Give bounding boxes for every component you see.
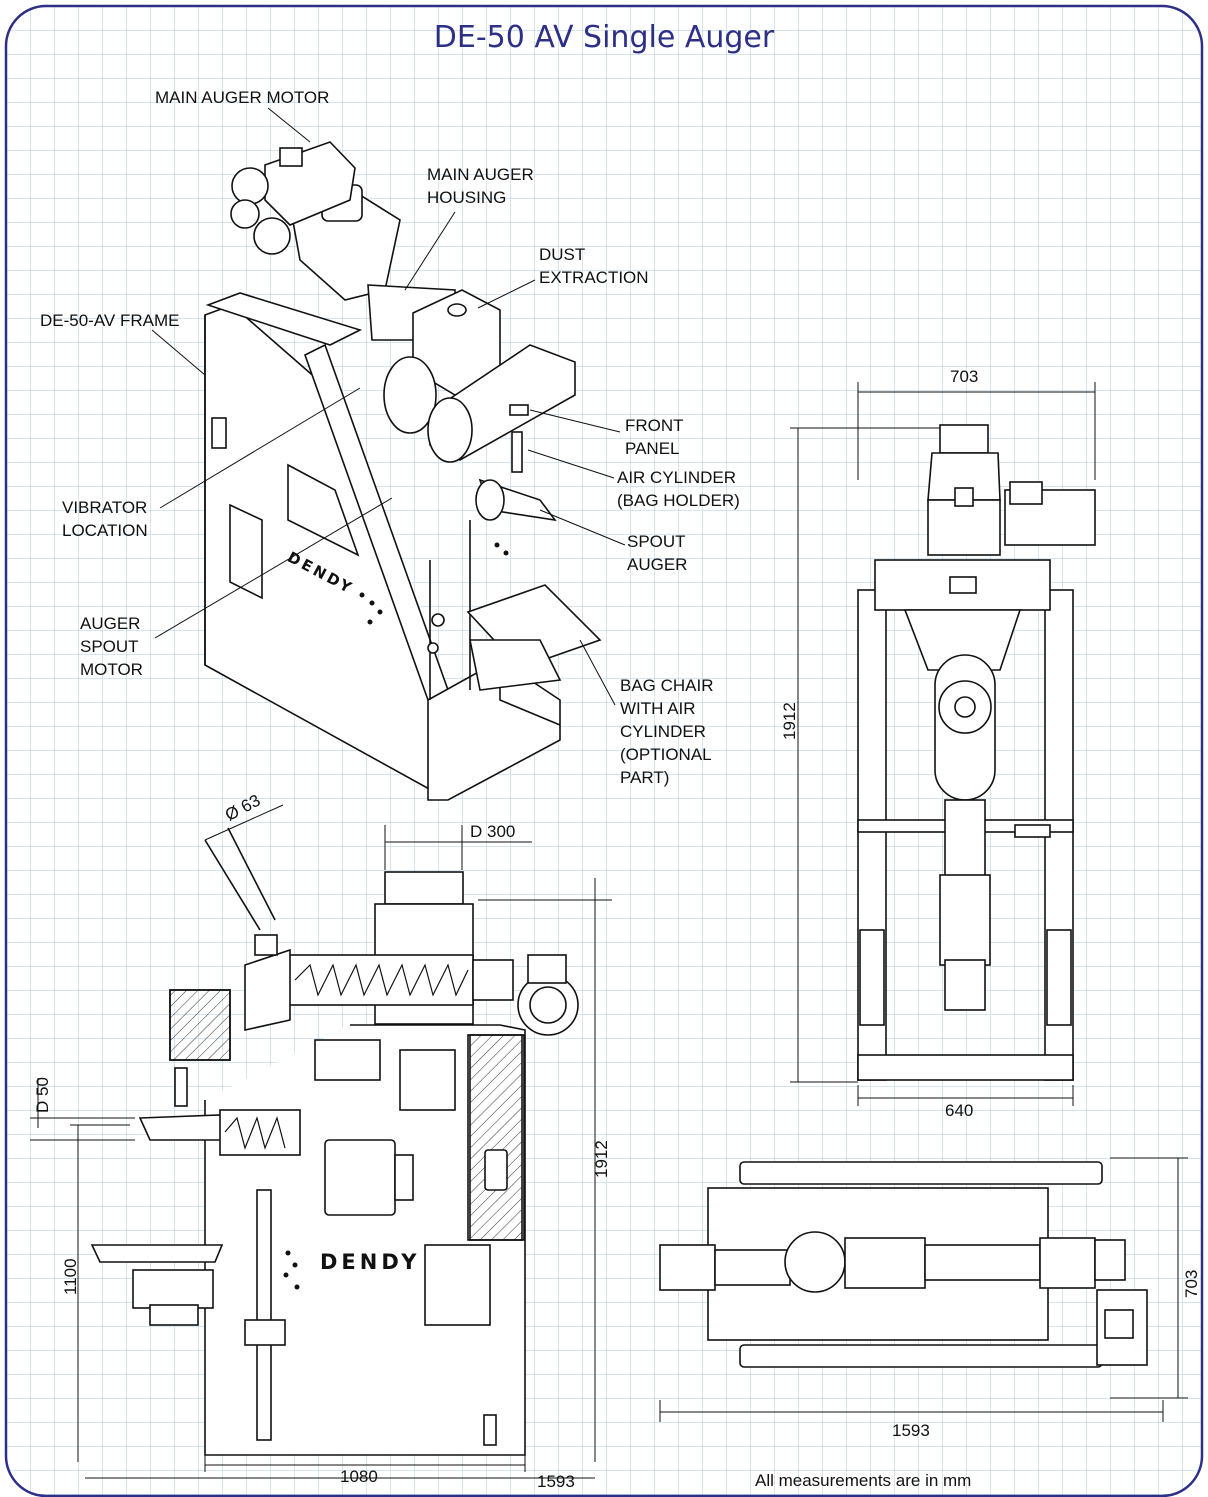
label-vibrator-location: VIBRATOR LOCATION [62,498,148,540]
sheet-border [4,4,1204,1497]
dim-top-width: 703 [1182,1269,1201,1298]
label-auger-spout-motor: AUGER SPOUT MOTOR [80,614,143,679]
label-air-cylinder: AIR CYLINDER (BAG HOLDER) [617,468,740,510]
label-front-panel: FRONT PANEL [625,416,684,458]
label-dust-extraction: DUST EXTRACTION [539,245,649,287]
side-view [90,827,579,1456]
dim-side-total-length: 1593 [537,1472,575,1491]
measurement-note: All measurements are in mm [755,1471,972,1490]
side-spout-motor [324,1139,396,1216]
drawing-title: DE-50 AV Single Auger [433,20,775,55]
side-pipe [244,948,291,1031]
front-hopper-top [939,424,989,454]
top-view [659,1161,1148,1368]
dim-top-length: 1593 [892,1421,930,1440]
dim-side-base-depth: 1080 [340,1467,378,1486]
leader-lines [151,107,626,706]
frame-top-rail [205,292,363,346]
top-frame-lower-rail [739,1344,1103,1368]
top-frame-upper-rail [739,1161,1103,1185]
dimension-lines [30,382,1188,1479]
side-main-auger [287,954,474,1006]
dim-front-height: 1912 [780,702,799,740]
brand-logo-side: DENDY [320,1250,421,1274]
label-frame: DE-50-AV FRAME [40,311,180,330]
dim-side-spout-diameter: D 50 [33,1077,52,1113]
dim-side-hopper-diameter: D 300 [470,822,516,841]
side-hopper-top [384,871,464,905]
label-main-auger-motor: MAIN AUGER MOTOR [155,88,330,107]
isometric-view [204,141,602,801]
label-bag-chair: BAG CHAIR WITH AIR CYLINDER (OPTIONAL PA… [620,676,714,787]
dim-front-base-width: 640 [945,1101,974,1120]
label-main-auger-housing: MAIN AUGER HOUSING [427,165,534,207]
decorative-stars [283,542,509,1290]
front-view [857,424,1096,1081]
side-spout-auger [138,1114,230,1141]
dim-side-height: 1912 [592,1140,611,1178]
side-hatched-rear-panel [469,1034,523,1241]
dim-front-top-width: 703 [950,367,979,386]
top-hopper-circle [784,1231,846,1293]
front-funnel [903,609,1022,671]
label-spout-auger: SPOUT AUGER [627,532,688,574]
side-vertical-post [256,1189,272,1441]
side-hatched-box [169,989,231,1061]
vibrator-cylinder [383,356,437,434]
side-bag-chair [90,1244,224,1263]
dim-side-spout-height: 1100 [61,1258,80,1295]
